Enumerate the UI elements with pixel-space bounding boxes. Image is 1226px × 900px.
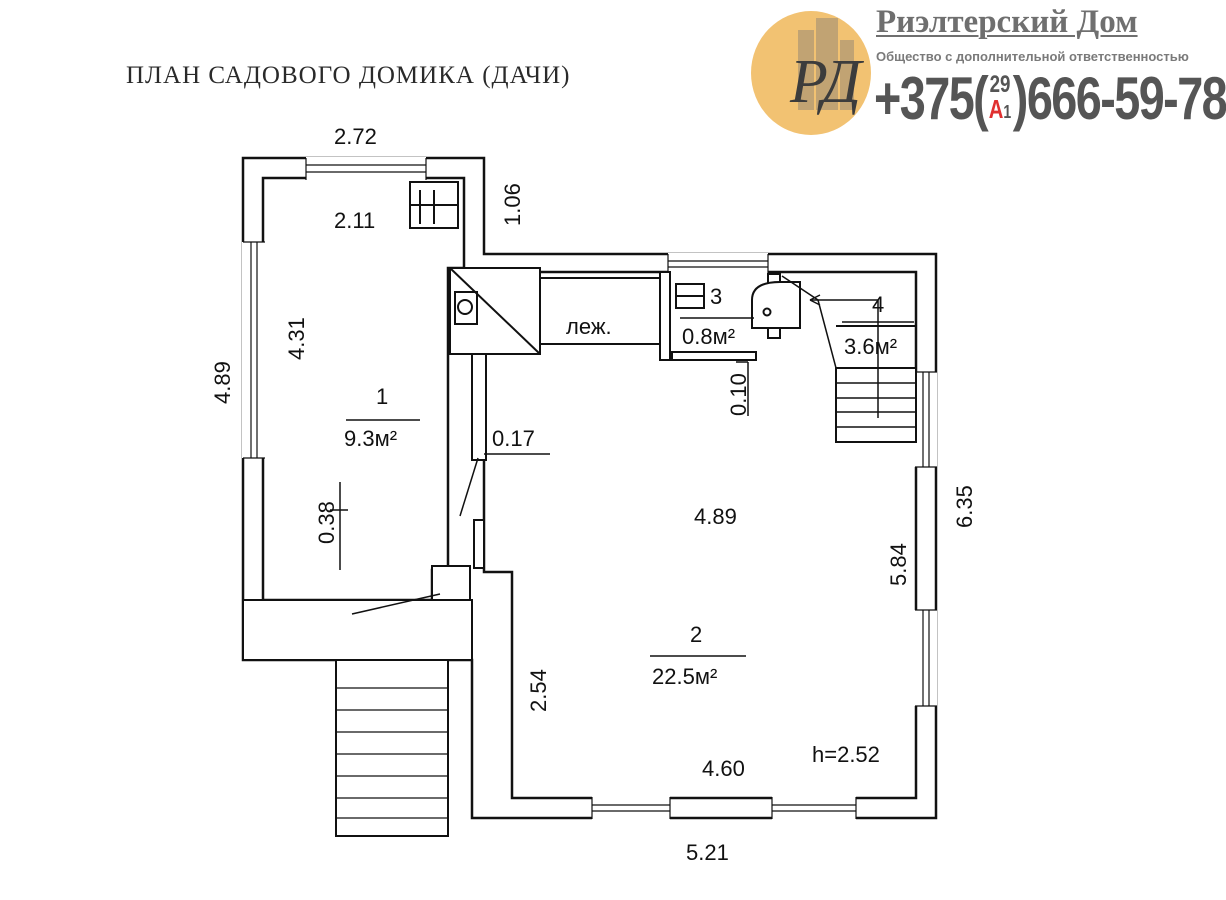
inner-wall-room2 (482, 270, 918, 800)
entrance-stairs-body (335, 659, 449, 837)
company-name: Риэлтерский Дом (876, 4, 1138, 40)
phone-operator-letter: A (988, 94, 1004, 124)
room1-number: 1 (376, 384, 388, 409)
phone-prefix: +375( (874, 65, 989, 132)
stove (449, 267, 541, 355)
dim-top-room1-outer: 2.72 (334, 124, 377, 149)
windows (242, 157, 937, 820)
dim-room1-inner-width: 2.11 (334, 208, 375, 233)
partition-bathroom-bottom (671, 351, 757, 361)
stove-burner (457, 299, 473, 315)
room4-area: 3.6м² (844, 334, 897, 359)
dim-step-height: 1.06 (500, 183, 525, 226)
dim-corner-stub: 0.38 (314, 501, 339, 544)
phone-operator-index: 1 (1003, 102, 1012, 122)
dim-outer-length-right: 6.35 (952, 485, 977, 528)
dimension-lines (330, 317, 914, 657)
bathroom-fixtures (675, 281, 801, 329)
partition-bathroom-left (659, 271, 671, 361)
partition-door-jamb (473, 519, 485, 569)
doors (351, 359, 756, 615)
room2-area: 22.5м² (652, 664, 717, 689)
dim-room2-inner-length: 5.84 (886, 543, 911, 586)
company-phone[interactable]: +375( 29 A 1 )666-59-78 (874, 64, 1226, 133)
phone-suffix: )666-59-78 (1012, 65, 1226, 132)
cabinet-room1 (409, 181, 459, 229)
window-top-room1 (305, 157, 427, 180)
partition-room1-room2 (471, 351, 487, 461)
logo-letters: РД (789, 48, 865, 116)
company-logo: РД (751, 11, 871, 135)
bed-label: леж. (566, 314, 612, 339)
staircase (781, 275, 917, 443)
window-bottom-right (771, 796, 857, 820)
room1-area: 9.3м² (344, 426, 397, 451)
company-subtitle: Общество с дополнительной ответственност… (876, 49, 1189, 64)
door-room1-room2 (459, 457, 479, 517)
room2-number: 2 (690, 622, 702, 647)
phone-operator-code: 29 (989, 71, 1011, 98)
room3-area: 0.8м² (682, 324, 735, 349)
bed (539, 277, 661, 345)
window-right-lower (914, 609, 937, 707)
porch-step-rail (242, 599, 473, 661)
room3-number: 3 (710, 284, 722, 309)
toilet (751, 281, 801, 329)
ceiling-height: h=2.52 (812, 742, 880, 767)
dim-wall-thickness: 0.17 (492, 426, 535, 451)
window-top-bathroom (667, 253, 769, 274)
room4-number: 4 (872, 292, 884, 317)
dim-room2-inner-bottom: 4.60 (702, 756, 745, 781)
phone-operator: 29 A 1 (989, 73, 1011, 124)
plan-title: ПЛАН САДОВОГО ДОМИКА (ДАЧИ) (126, 62, 571, 89)
dim-room2-left-segment: 2.54 (526, 669, 551, 712)
logo-building-silhouette (798, 18, 854, 110)
entrance-stairs (242, 599, 473, 837)
window-bottom-left (591, 796, 671, 820)
dim-outer-bottom: 5.21 (686, 840, 729, 865)
window-right-upper (914, 371, 937, 468)
door-entrance (351, 593, 441, 615)
phone-operator-carrier: A 1 (988, 94, 1012, 124)
window-left-room1 (242, 241, 265, 459)
dim-room2-width: 4.89 (694, 504, 737, 529)
floor-plan: 2.72 2.11 1.06 4.31 4.89 0.17 0.38 0.10 … (210, 124, 977, 865)
dim-room1-outer-length: 4.89 (210, 361, 235, 404)
dim-partition-thickness: 0.10 (726, 373, 751, 416)
inner-wall-room1 (261, 176, 466, 602)
dim-room1-inner-length: 4.31 (284, 317, 309, 360)
